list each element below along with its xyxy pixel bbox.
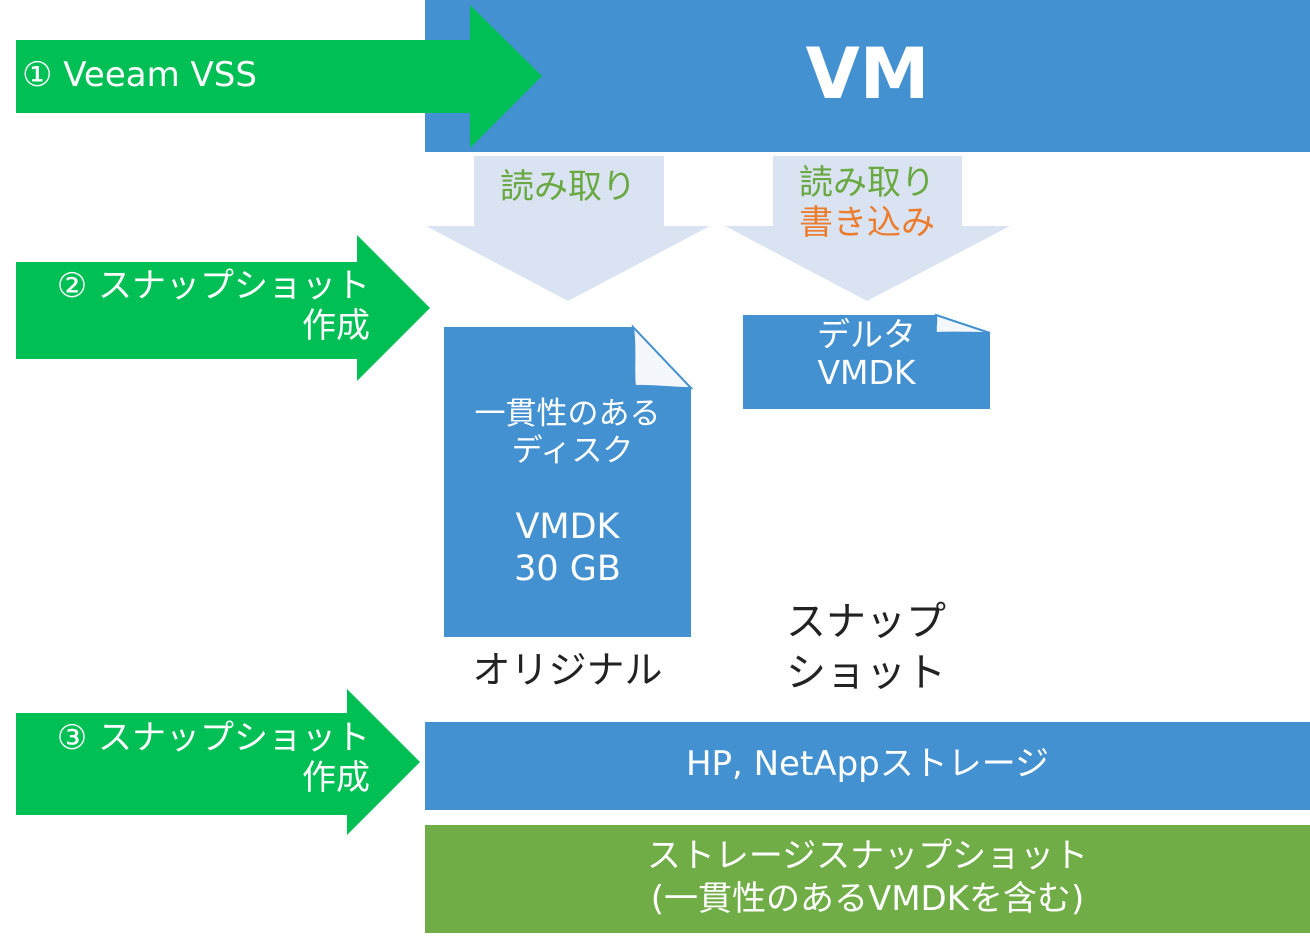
- snapshot-caption: スナップ ショット: [786, 597, 946, 699]
- delta-disk-line2: VMDK: [817, 352, 916, 392]
- step-2-arrow: [16, 235, 430, 381]
- original-disk-line1: 一貫性のある: [474, 396, 661, 432]
- step-3-label: ③ スナップショット 作成: [18, 718, 370, 798]
- read-write-arrow: [725, 156, 1010, 301]
- delta-disk-text: デルタ VMDK: [743, 316, 990, 391]
- original-disk-line3: VMDK: [515, 507, 620, 547]
- step-1-label: ① Veeam VSS: [22, 55, 257, 95]
- step-2-label-line2: 作成: [302, 306, 370, 347]
- step-1-arrow: [16, 5, 542, 148]
- delta-vmdk-fold: [934, 313, 991, 335]
- vm-label: VM: [805, 33, 930, 115]
- read-label: 読み取り: [500, 167, 636, 207]
- step-3-label-line2: 作成: [302, 758, 370, 799]
- original-disk-text: 一貫性のある ディスク: [444, 396, 691, 469]
- original-disk-line4: 30 GB: [514, 549, 621, 589]
- step-2-label-line1: ② スナップショット: [56, 266, 370, 306]
- storage-snapshot-line2: (一貫性のあるVMDKを含む): [650, 878, 1085, 919]
- original-disk-size: VMDK 30 GB: [444, 506, 691, 590]
- step-3-arrow: [16, 689, 420, 835]
- delta-vmdk-document: [743, 315, 990, 409]
- storage-bar: [425, 722, 1310, 810]
- vm-bar: [425, 0, 1310, 152]
- read-write-line2: 書き込み: [799, 203, 935, 244]
- original-disk-line2: ディスク: [511, 432, 634, 469]
- step-2-label: ② スナップショット 作成: [18, 266, 370, 346]
- storage-label: HP, NetAppストレージ: [685, 744, 1050, 784]
- read-arrow: [426, 156, 710, 301]
- original-vmdk-fold: [631, 324, 694, 390]
- storage-snapshot-line1: ストレージスナップショット: [646, 836, 1089, 876]
- original-caption: オリジナル: [472, 648, 663, 692]
- storage-snapshot-bar: [425, 825, 1310, 933]
- delta-disk-line1: デルタ: [817, 315, 916, 354]
- step-3-label-line1: ③ スナップショット: [56, 718, 370, 758]
- snapshot-caption-line1: スナップ: [786, 599, 946, 645]
- snapshot-caption-line2: ショット: [786, 649, 946, 696]
- read-write-label: 読み取り 書き込み: [748, 163, 986, 243]
- storage-snapshot-label: ストレージスナップショット (一貫性のあるVMDKを含む): [425, 835, 1310, 920]
- original-vmdk-document: [444, 327, 691, 637]
- read-write-line1: 読み取り: [799, 163, 935, 203]
